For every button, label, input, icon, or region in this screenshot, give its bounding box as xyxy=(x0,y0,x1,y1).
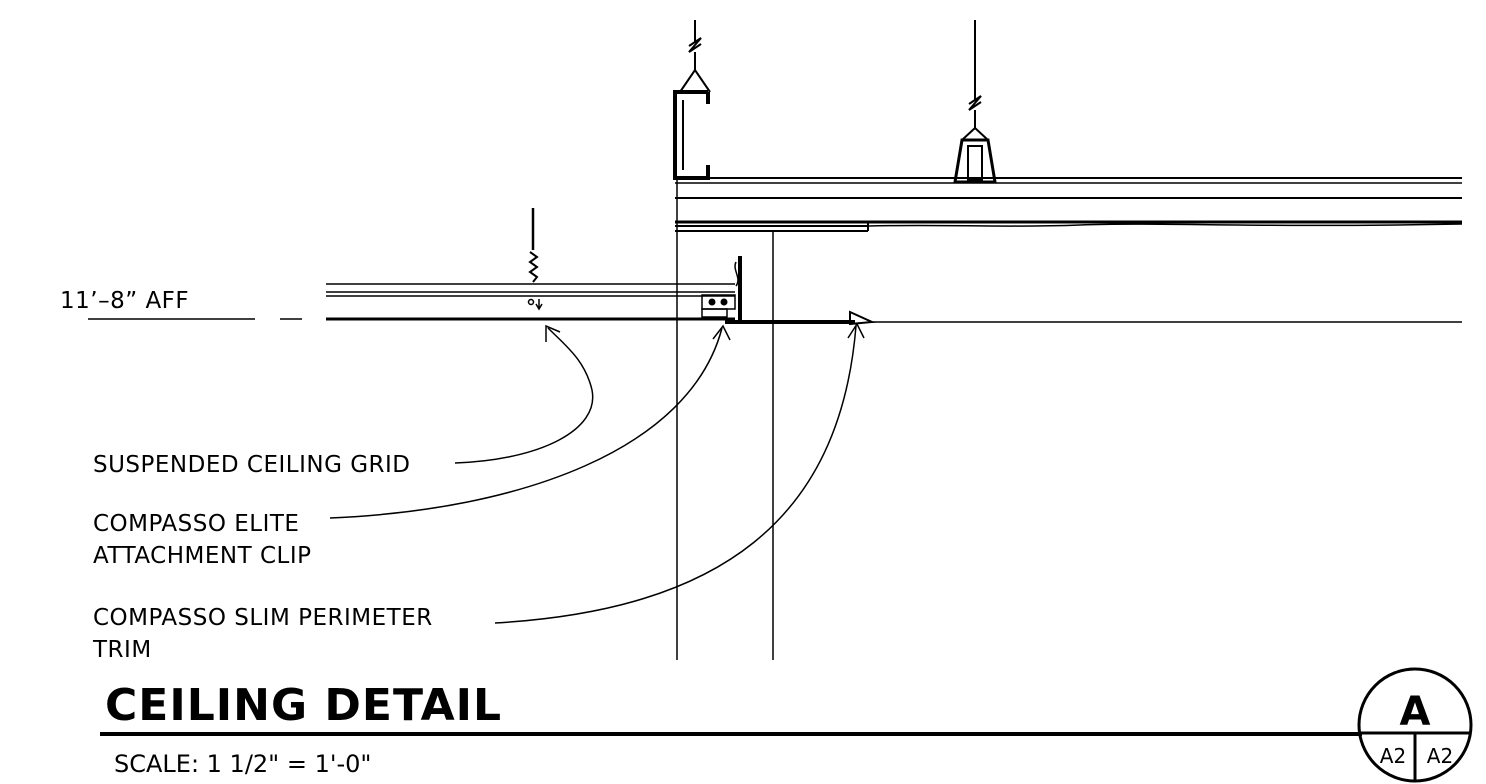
bubble-sheet-right: A2 xyxy=(1427,744,1453,768)
attachment-clip xyxy=(701,256,742,324)
elevation-label: 11’–8” AFF xyxy=(60,288,189,314)
hanger-wire-left xyxy=(679,20,711,93)
leader-lines xyxy=(329,322,865,624)
drawing-title: CEILING DETAIL xyxy=(105,680,502,731)
c-channel-left xyxy=(673,90,710,180)
elevation-marker: 11’–8” AFF xyxy=(60,288,302,320)
channel-clip-right xyxy=(953,138,997,184)
hanger-wire-right xyxy=(961,20,989,141)
perimeter-trim xyxy=(727,310,1462,326)
detail-bubble: A A2 A2 xyxy=(1357,667,1473,783)
callout-clip-line1: COMPASSO ELITE xyxy=(93,511,299,537)
callout-labels: SUSPENDED CEILING GRID COMPASSO ELITE AT… xyxy=(92,452,433,663)
callout-clip-line2: ATTACHMENT CLIP xyxy=(93,543,312,569)
callout-grid-line1: SUSPENDED CEILING GRID xyxy=(93,452,411,478)
callout-trim-line1: COMPASSO SLIM PERIMETER xyxy=(93,605,433,631)
callout-trim-line2: TRIM xyxy=(92,637,152,663)
wall-lines xyxy=(676,178,774,660)
drawing-scale: SCALE: 1 1/2" = 1'-0" xyxy=(114,750,371,778)
upper-ceiling-assembly xyxy=(675,177,1463,232)
title-block: CEILING DETAIL SCALE: 1 1/2" = 1'-0" xyxy=(100,680,1362,778)
suspended-grid xyxy=(326,208,735,321)
bubble-sheet-left: A2 xyxy=(1380,744,1406,768)
bubble-letter: A xyxy=(1400,689,1431,735)
